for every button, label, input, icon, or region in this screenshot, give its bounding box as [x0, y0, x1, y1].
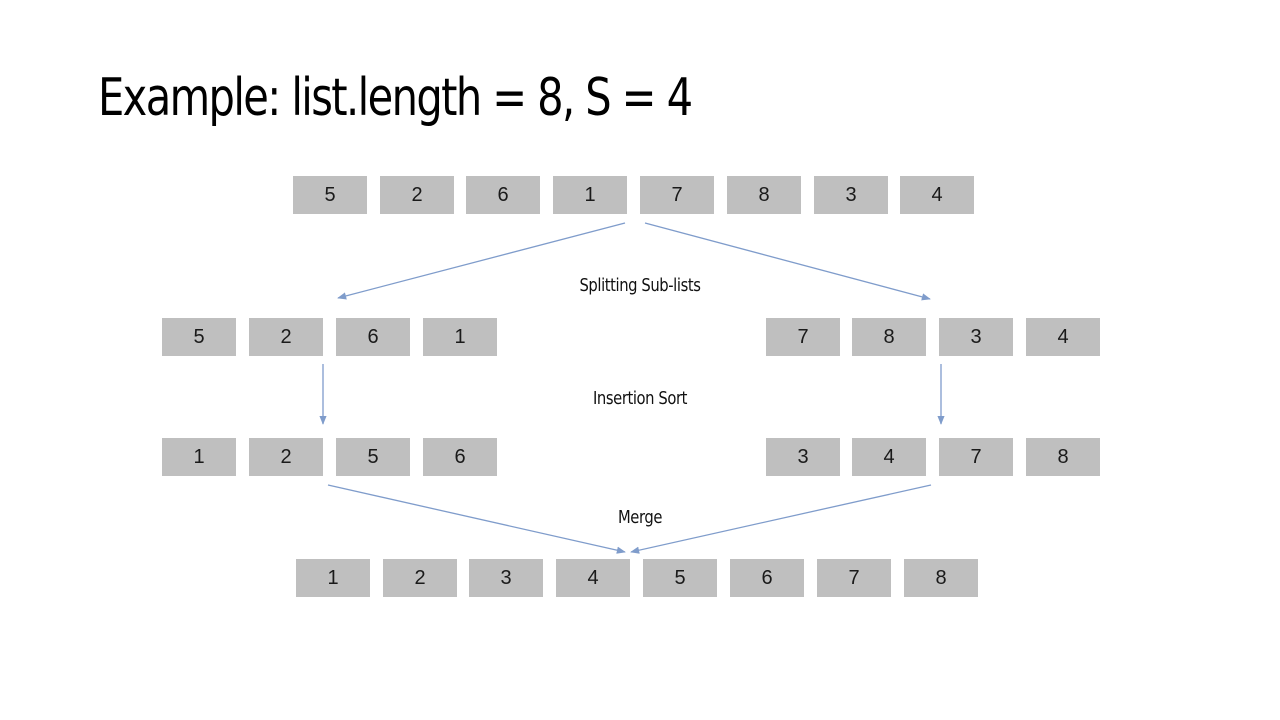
- list-cell: 3: [939, 318, 1013, 356]
- list-cell: 6: [336, 318, 410, 356]
- list-cell: 8: [852, 318, 926, 356]
- list-cell: 2: [380, 176, 454, 214]
- list-cell: 4: [900, 176, 974, 214]
- list-cell: 1: [296, 559, 370, 597]
- list-cell: 2: [249, 318, 323, 356]
- list-cell: 5: [162, 318, 236, 356]
- list-cell: 3: [469, 559, 543, 597]
- list-cell: 8: [904, 559, 978, 597]
- list-cell: 1: [423, 318, 497, 356]
- caption-merge: Merge: [617, 507, 663, 528]
- merge-arrow-left: [327, 484, 626, 554]
- list-cell: 8: [727, 176, 801, 214]
- split-arrow-right: [644, 222, 931, 301]
- list-cell: 8: [1026, 438, 1100, 476]
- list-cell: 3: [766, 438, 840, 476]
- list-cell: 2: [249, 438, 323, 476]
- list-cell: 4: [556, 559, 630, 597]
- list-cell: 1: [162, 438, 236, 476]
- list-cell: 6: [423, 438, 497, 476]
- list-cell: 6: [730, 559, 804, 597]
- list-cell: 4: [1026, 318, 1100, 356]
- list-cell: 5: [293, 176, 367, 214]
- list-cell: 1: [553, 176, 627, 214]
- list-cell: 7: [939, 438, 1013, 476]
- split-arrow-left: [337, 222, 626, 300]
- slide-title: Example: list.length = 8, S = 4: [98, 68, 693, 128]
- list-cell: 7: [640, 176, 714, 214]
- list-cell: 6: [466, 176, 540, 214]
- list-cell: 2: [383, 559, 457, 597]
- list-cell: 3: [814, 176, 888, 214]
- list-cell: 5: [336, 438, 410, 476]
- list-cell: 7: [766, 318, 840, 356]
- list-cell: 5: [643, 559, 717, 597]
- caption-insertion-sort: Insertion Sort: [592, 388, 688, 409]
- list-cell: 7: [817, 559, 891, 597]
- caption-splitting: Splitting Sub-lists: [579, 275, 701, 296]
- merge-arrow-right: [630, 484, 932, 554]
- list-cell: 4: [852, 438, 926, 476]
